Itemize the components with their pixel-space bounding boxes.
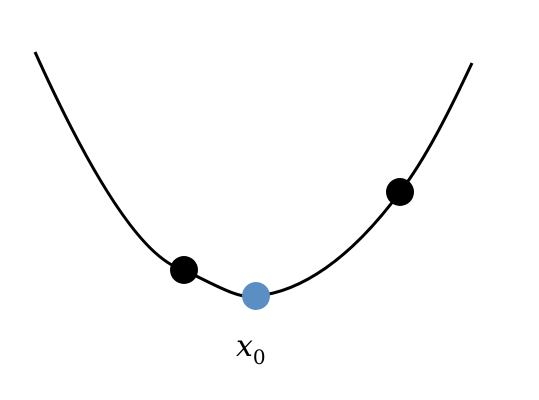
x0-label-subscript: 0	[252, 345, 266, 369]
x0-label-main: x	[236, 329, 253, 364]
convex-curve	[33, 51, 474, 299]
left-point	[170, 256, 198, 284]
x0-label: x0	[236, 329, 266, 369]
minimum-point	[242, 282, 270, 310]
right-point	[386, 178, 414, 206]
